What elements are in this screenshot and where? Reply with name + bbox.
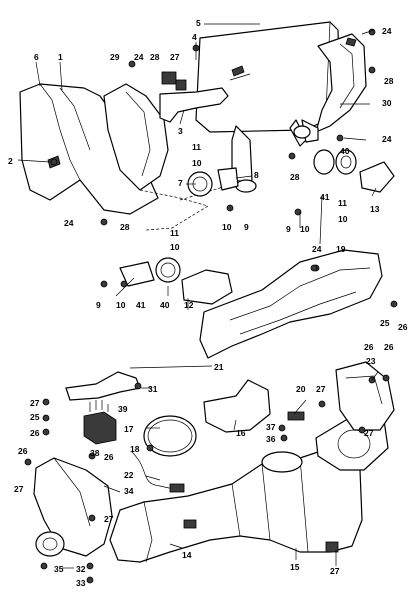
callout-33: 33 <box>76 578 86 588</box>
callout-27-lower: 27 <box>104 514 114 524</box>
callout-29: 29 <box>110 52 120 62</box>
callout-6: 6 <box>34 52 39 62</box>
callout-10-f: 10 <box>116 300 126 310</box>
fasteners <box>24 28 398 584</box>
callout-36: 36 <box>266 434 276 444</box>
callout-41-bottom: 41 <box>136 300 146 310</box>
callout-7: 7 <box>178 178 183 188</box>
callout-28-top: 28 <box>150 52 160 62</box>
callout-14: 14 <box>182 550 192 560</box>
callout-26-shield-a: 26 <box>364 342 374 352</box>
callout-25-right: 25 <box>380 318 390 328</box>
callout-27-left: 27 <box>30 398 40 408</box>
callout-30: 30 <box>382 98 392 108</box>
callout-10-c: 10 <box>170 242 180 252</box>
callout-28-mid: 28 <box>290 172 300 182</box>
callout-10-a: 10 <box>192 158 202 168</box>
callout-25-left: 25 <box>30 412 40 422</box>
callout-15: 15 <box>290 562 300 572</box>
callout-26-shield-b: 26 <box>384 342 394 352</box>
callout-16: 16 <box>236 428 246 438</box>
callout-27-bottom: 27 <box>330 566 340 576</box>
callout-24-left: 24 <box>64 218 74 228</box>
manifold-heat-shield <box>203 379 271 433</box>
callout-11-c: 11 <box>170 228 179 238</box>
muffler-heat-shield <box>315 33 367 133</box>
callout-37: 37 <box>266 422 276 432</box>
callout-9-a: 9 <box>244 222 249 232</box>
oxygen-sensor <box>131 451 185 493</box>
callout-39: 39 <box>118 404 128 414</box>
callout-10-e: 10 <box>300 224 310 234</box>
callout-20: 20 <box>296 384 306 394</box>
callout-2: 2 <box>8 156 13 166</box>
sensor-control-unit <box>83 400 117 445</box>
callout-28-left: 28 <box>120 222 130 232</box>
exhaust-clamp <box>143 415 197 457</box>
callout-12: 12 <box>184 300 194 310</box>
callout-9-c: 9 <box>96 300 101 310</box>
callout-38: 38 <box>90 448 100 458</box>
tail-pipes <box>231 119 319 193</box>
callout-5: 5 <box>196 18 201 28</box>
callout-17: 17 <box>124 424 134 434</box>
leader-lines <box>17 23 379 569</box>
callout-27-pipe: 27 <box>14 484 24 494</box>
callout-24-top: 24 <box>134 52 144 62</box>
callout-35: 35 <box>54 564 64 574</box>
callout-31: 31 <box>148 384 158 394</box>
callout-8: 8 <box>254 170 259 180</box>
callout-34: 34 <box>124 486 134 496</box>
callout-10-b: 10 <box>338 214 348 224</box>
callout-27-top: 27 <box>170 52 180 62</box>
callout-11-a: 11 <box>192 142 201 152</box>
callout-27-cat: 27 <box>364 428 374 438</box>
callout-4: 4 <box>192 32 197 42</box>
callout-21: 21 <box>214 362 224 372</box>
callout-24-right: 24 <box>382 26 392 36</box>
callout-40-bottom: 40 <box>160 300 170 310</box>
callout-26-mid: 26 <box>104 452 114 462</box>
long-heat-shield <box>199 249 383 359</box>
callout-40-top: 40 <box>340 146 350 156</box>
front-pipe <box>33 457 113 557</box>
callout-32: 32 <box>76 564 86 574</box>
callout-labels: 6 1 29 24 28 27 4 5 24 28 30 3 24 2 11 1… <box>8 18 408 588</box>
callout-24-lower: 24 <box>312 244 322 254</box>
catalyst-heat-shield <box>335 361 395 431</box>
callout-28-right: 28 <box>384 76 394 86</box>
callout-13: 13 <box>370 204 380 214</box>
tail-bracket <box>65 371 141 401</box>
callout-41-top: 41 <box>320 192 330 202</box>
callout-1: 1 <box>58 52 63 62</box>
top-clamps <box>119 149 395 287</box>
callout-26-right: 26 <box>398 322 408 332</box>
temperature-sensor <box>287 411 305 421</box>
callout-10-d: 10 <box>222 222 232 232</box>
callout-26-pipe: 26 <box>18 446 28 456</box>
callout-24-mid: 24 <box>382 134 392 144</box>
callout-27-sensor: 27 <box>316 384 326 394</box>
callout-22: 22 <box>124 470 134 480</box>
callout-11-b: 11 <box>338 198 347 208</box>
callout-18: 18 <box>130 444 140 454</box>
callout-26-left: 26 <box>30 428 40 438</box>
callout-9-b: 9 <box>286 224 291 234</box>
small-heat-shield <box>181 269 233 305</box>
callout-3: 3 <box>178 126 183 136</box>
callout-19: 19 <box>336 244 346 254</box>
mounting-bracket <box>159 71 229 123</box>
crossover-pipe-shield <box>103 83 241 231</box>
callout-23: 23 <box>366 356 376 366</box>
